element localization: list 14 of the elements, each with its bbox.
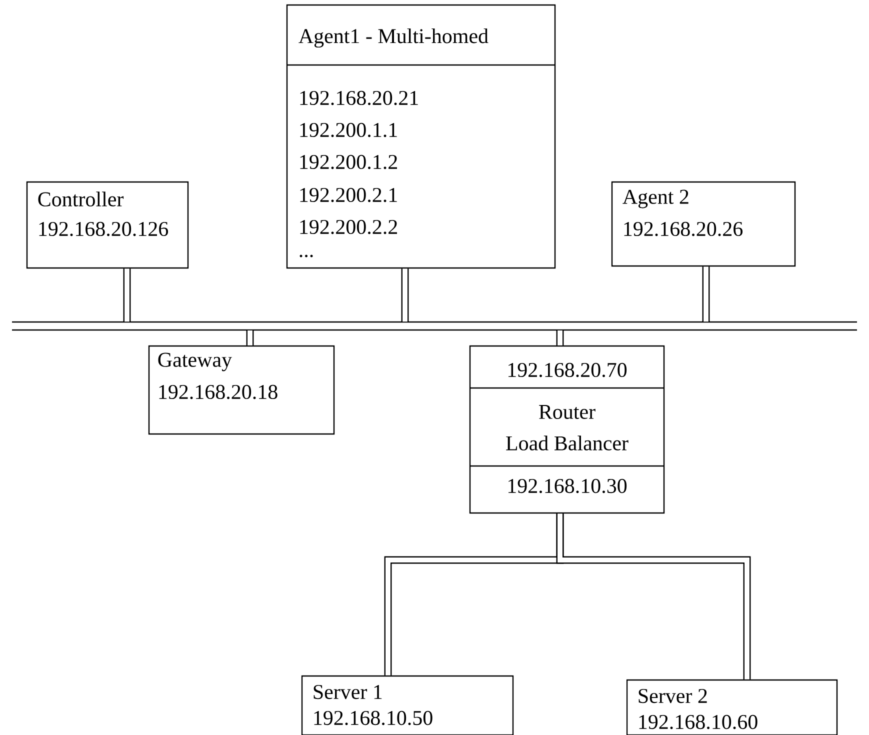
host-box: Agent 2 192.168.20.26 bbox=[611, 181, 796, 267]
server-box: Server 2 192.168.10.60 bbox=[626, 679, 838, 735]
router-box: 192.168.20.70 Router Load Balancer 192.168.10.30 bbox=[469, 345, 665, 514]
network-link bbox=[556, 514, 751, 680]
host-box: Gateway 192.168.20.18 bbox=[148, 345, 335, 435]
host-box: Controller 192.168.20.126 bbox=[26, 181, 189, 269]
network-link bbox=[556, 330, 564, 346]
network-bus bbox=[12, 321, 857, 331]
network-link bbox=[123, 268, 131, 322]
host-box: Agent1 - Multi-homed 192.168.20.21 192.200.1.1 192.200.1.2 192.200.2.1 192.200.2.2 ... bbox=[286, 4, 556, 269]
server-box: Server 1 192.168.10.50 bbox=[301, 675, 514, 735]
network-link bbox=[401, 268, 409, 322]
network-link bbox=[246, 330, 254, 346]
network-link bbox=[702, 266, 710, 322]
